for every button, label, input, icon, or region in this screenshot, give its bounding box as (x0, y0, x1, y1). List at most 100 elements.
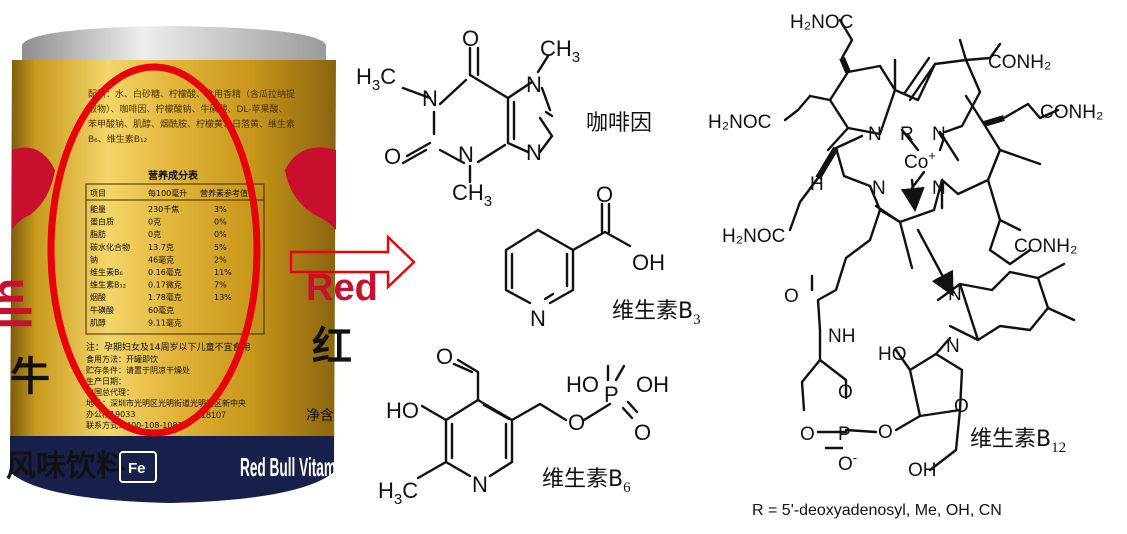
b6-ho: HO (386, 398, 419, 423)
b12-ho-sugar: HO (878, 344, 907, 365)
nutrition-row: 维生素B₆ 0.16毫克 11% (90, 267, 232, 277)
b6-o-dbl: O (634, 420, 651, 445)
b6-oh2: OH (636, 372, 669, 397)
ingredients-block: 配料：水、白砂糖、柠檬酸、食用香精（含瓜拉纳提取物）、咖啡因、柠檬酸钠、牛磺酸、… (88, 90, 295, 145)
vitamin-b3-structure: O OH N 维生素B3 (504, 182, 701, 331)
nutrition-item: 能量 (90, 204, 106, 214)
b12-h2noc-top: H₂NOC (790, 12, 853, 33)
bull-logo-right (285, 147, 336, 230)
ingredients-wrap: 配料：水、白砂糖、柠檬酸、食用香精（含瓜拉纳提取物）、咖啡因、柠檬酸钠、牛磺酸、… (88, 90, 295, 145)
label-bottom-block: 注：孕期妇女及14周岁以下儿童不宜食用 食用方法：开罐即饮贮存条件：请置于阴凉干… (86, 341, 250, 430)
band-chinese: 风味饮料 (6, 449, 126, 484)
b12-conh2-low: CONH₂ (1014, 236, 1077, 257)
b12-conh2-top: CONH₂ (988, 52, 1051, 73)
nutrition-nrv: 7% (214, 281, 227, 290)
label-bottom-line: 中国总代理： (86, 387, 134, 397)
vitamin-b6-structure: O HO N H3C O P HO OH O 维生素B6 (378, 344, 669, 508)
b12-oh-sugar: OH (908, 460, 937, 481)
label-bottom-line: 贮存条件：请置于阴凉干燥处 (86, 365, 190, 375)
b12-o-ring: O (954, 396, 969, 417)
caffeine-n1: N (422, 86, 438, 111)
b6-p: P (604, 382, 619, 407)
b12-bz-n2: N (946, 336, 960, 357)
nutrition-amount: 0.17微克 (148, 280, 182, 290)
caffeine-ch3-bottom: CH3 (452, 180, 492, 210)
nutrition-item: 钠 (90, 254, 98, 264)
nutrition-col-header: 每100毫升 (148, 188, 187, 198)
b12-conh2-right: CONH₂ (1040, 102, 1103, 123)
nutrition-item: 烟酸 (90, 292, 106, 302)
nutrition-nrv: 3% (214, 205, 227, 214)
fe-badge-box (119, 451, 157, 483)
red-bull-can: ull Red 红 牛 净含 配料：水、白砂糖、柠檬酸、食用香精（含瓜拉纳提取物… (0, 26, 378, 503)
nutrition-amount: 0.16毫克 (148, 267, 182, 277)
nutrition-item: 碳水化合物 (90, 242, 130, 252)
label-bottom-line: 地址：深圳市光明区光明街道光明社区新中央 (86, 398, 246, 408)
b12-nh: NH (828, 326, 855, 347)
b12-footnote: R = 5'-deoxyadenosyl, Me, OH, CN (752, 502, 1002, 519)
b3-n: N (530, 306, 546, 331)
nutrition-nrv: 13% (214, 293, 232, 302)
nutrition-row: 牛磺酸 60毫克 (90, 305, 174, 315)
nutrition-amount: 60毫克 (148, 305, 174, 315)
b12-h2noc-low: H₂NOC (722, 226, 785, 247)
b12-n-a: N (868, 124, 882, 145)
b3-name: 维生素B3 (612, 299, 701, 328)
b12-co: Co+ (904, 148, 936, 173)
bull-logo-left (12, 147, 55, 230)
nutrition-item: 牛磺酸 (90, 305, 114, 315)
postcode: 518107 (196, 410, 226, 420)
b3-oh: OH (632, 250, 665, 275)
b12-amide-o: O (784, 286, 799, 307)
nutrition-nrv: 0% (214, 230, 227, 239)
side-han-right: 红 (312, 324, 352, 370)
b12-o-link: O (878, 422, 893, 443)
side-han-left: 牛 (10, 354, 50, 400)
nutrition-title: 营养成分表 (148, 169, 199, 182)
warning-text: 注：孕期妇女及14周岁以下儿童不宜食用 (86, 341, 250, 353)
b12-o-minus: O- (838, 450, 857, 475)
nutrition-item: 肌醇 (90, 317, 106, 327)
nutrition-item: 维生素B₁₂ (90, 280, 126, 290)
nutrition-amount: 9.11毫克 (148, 317, 182, 327)
nutrition-item: 维生素B₆ (90, 267, 123, 277)
side-text-right: Red (306, 267, 378, 309)
nutrition-col-header: 营养素参考值% (200, 188, 256, 198)
nutrition-item: 脂肪 (90, 229, 106, 239)
side-text-left: ull (0, 278, 39, 329)
caffeine-name: 咖啡因 (586, 110, 652, 135)
label-bottom-line: 生产日期： (86, 376, 126, 386)
caffeine-o-top: O (462, 26, 479, 51)
net-content-text: 净含 (306, 408, 334, 424)
label-bottom-line: 食用方法：开罐即饮 (86, 354, 158, 364)
b12-o-p1: O (800, 424, 815, 445)
nutrition-nrv: 11% (214, 268, 232, 277)
nutrition-nrv: 2% (214, 255, 227, 264)
caffeine-ch3-top: CH3 (540, 36, 580, 66)
b6-h3c: H3C (378, 478, 418, 508)
b12-n-c: N (872, 178, 886, 199)
b12-r: R (900, 124, 914, 145)
nutrition-row: 肌醇 9.11毫克 (90, 317, 182, 327)
nutrition-row: 烟酸 1.78毫克 13% (90, 292, 232, 302)
b12-n-b: N (932, 124, 946, 145)
b6-o-link: O (568, 410, 585, 435)
fe-badge: Fe (128, 460, 146, 477)
b3-o: O (596, 182, 613, 207)
can-lid (22, 26, 326, 60)
caffeine-n7: N (526, 72, 542, 97)
b6-n: N (472, 472, 488, 497)
nutrition-amount: 0克 (148, 218, 161, 227)
caffeine-h3c-left: H3C (356, 64, 396, 94)
nutrition-amount: 1.78毫克 (148, 292, 182, 302)
band-brand: Red Bull Vitam (240, 452, 336, 482)
b12-p: P (838, 424, 851, 445)
b12-n-d: N (932, 178, 946, 199)
nutrition-amount: 0克 (148, 230, 161, 239)
